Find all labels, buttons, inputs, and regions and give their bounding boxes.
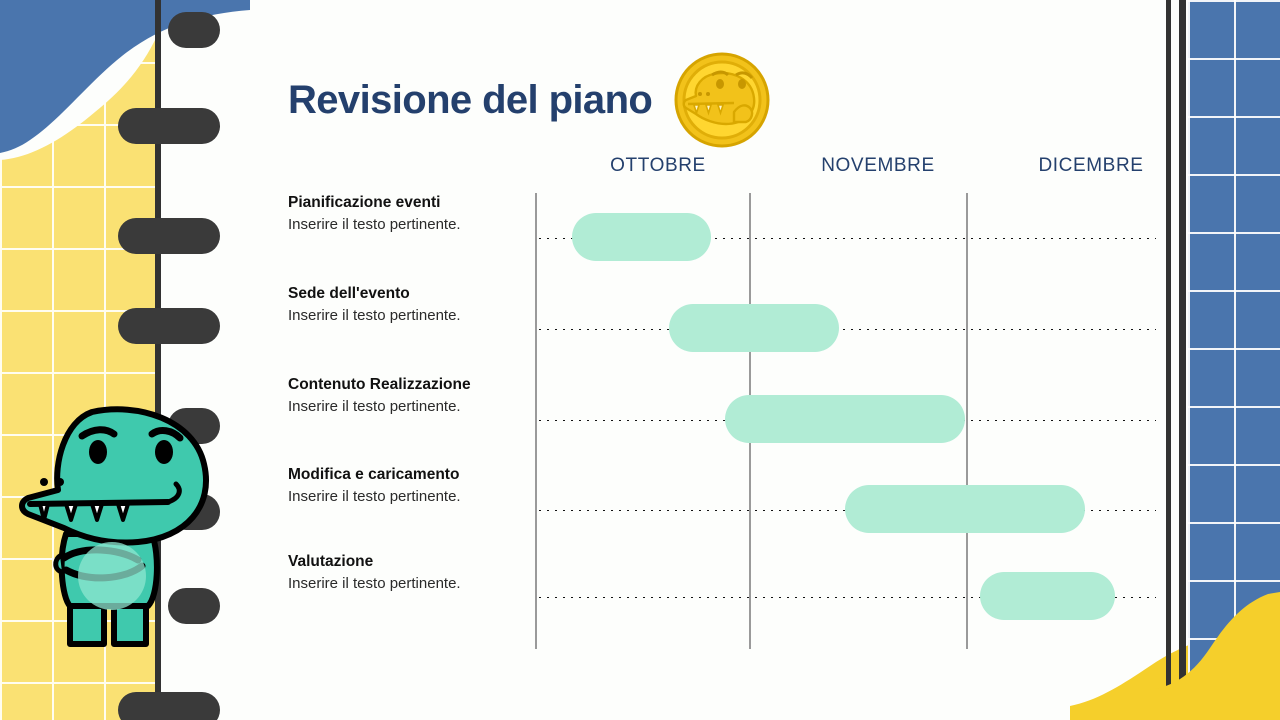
task-description: Inserire il testo pertinente. <box>288 397 461 415</box>
gantt-bar[interactable] <box>725 395 965 443</box>
task-title: Contenuto Realizzazione <box>288 376 471 393</box>
right-decoration <box>1150 0 1280 720</box>
mascot-eye <box>155 440 173 464</box>
gantt-bar[interactable] <box>669 304 839 352</box>
task-label-group: Pianificazione eventi Inserire il testo … <box>288 193 528 236</box>
task-title: Pianificazione eventi <box>288 194 441 211</box>
yellow-wave-right <box>1150 592 1280 720</box>
task-baseline <box>536 596 1156 599</box>
month-header-novembre: NOVEMBRE <box>821 155 935 176</box>
task-description: Inserire il testo pertinente. <box>288 487 461 505</box>
task-title: Sede dell'evento <box>288 285 410 302</box>
gantt-bar[interactable] <box>980 572 1115 620</box>
spiral-ring <box>118 108 220 144</box>
table-row[interactable]: Modifica e caricamento Inserire il testo… <box>288 465 1163 553</box>
task-label-group: Sede dell'evento Inserire il testo perti… <box>288 284 528 327</box>
table-row[interactable]: Sede dell'evento Inserire il testo perti… <box>288 284 1163 372</box>
spiral-ring <box>118 308 220 344</box>
spiral-ring <box>118 692 220 720</box>
page-title: Revisione del piano <box>288 77 653 122</box>
blue-wave-shape <box>0 0 250 153</box>
month-header-dicembre: DICEMBRE <box>1038 155 1144 176</box>
spiral-ring <box>168 588 220 624</box>
month-header-row: OTTOBRE NOVEMBRE DICEMBRE <box>536 155 1166 189</box>
table-row[interactable]: Contenuto Realizzazione Inserire il test… <box>288 375 1163 463</box>
table-row[interactable]: Pianificazione eventi Inserire il testo … <box>288 193 1163 281</box>
task-title: Valutazione <box>288 553 374 570</box>
task-label-group: Contenuto Realizzazione Inserire il test… <box>288 375 528 418</box>
table-row[interactable]: Valutazione Inserire il testo pertinente… <box>288 552 1163 640</box>
gantt-bar[interactable] <box>572 213 711 261</box>
vertical-rule-outer <box>1166 0 1171 720</box>
task-description: Inserire il testo pertinente. <box>288 574 461 592</box>
task-title: Modifica e caricamento <box>288 466 460 483</box>
spiral-ring <box>118 218 220 254</box>
task-label-group: Valutazione Inserire il testo pertinente… <box>288 552 528 595</box>
crocodile-coin-icon <box>674 52 770 148</box>
crocodile-mascot <box>19 406 209 647</box>
month-header-ottobre: OTTOBRE <box>610 155 706 176</box>
task-baseline <box>536 328 1156 331</box>
mascot-eye <box>89 440 107 464</box>
title-row: Revisione del piano <box>288 50 772 150</box>
task-description: Inserire il testo pertinente. <box>288 306 461 324</box>
notebook-spine <box>155 0 161 720</box>
gantt-bar[interactable] <box>845 485 1085 533</box>
gantt-chart: OTTOBRE NOVEMBRE DICEMBRE Pianificazione… <box>288 155 1163 655</box>
spiral-ring <box>168 12 220 48</box>
task-baseline <box>536 237 1156 240</box>
task-description: Inserire il testo pertinente. <box>288 215 461 233</box>
vertical-rule-inner <box>1179 0 1186 720</box>
task-label-group: Modifica e caricamento Inserire il testo… <box>288 465 528 508</box>
